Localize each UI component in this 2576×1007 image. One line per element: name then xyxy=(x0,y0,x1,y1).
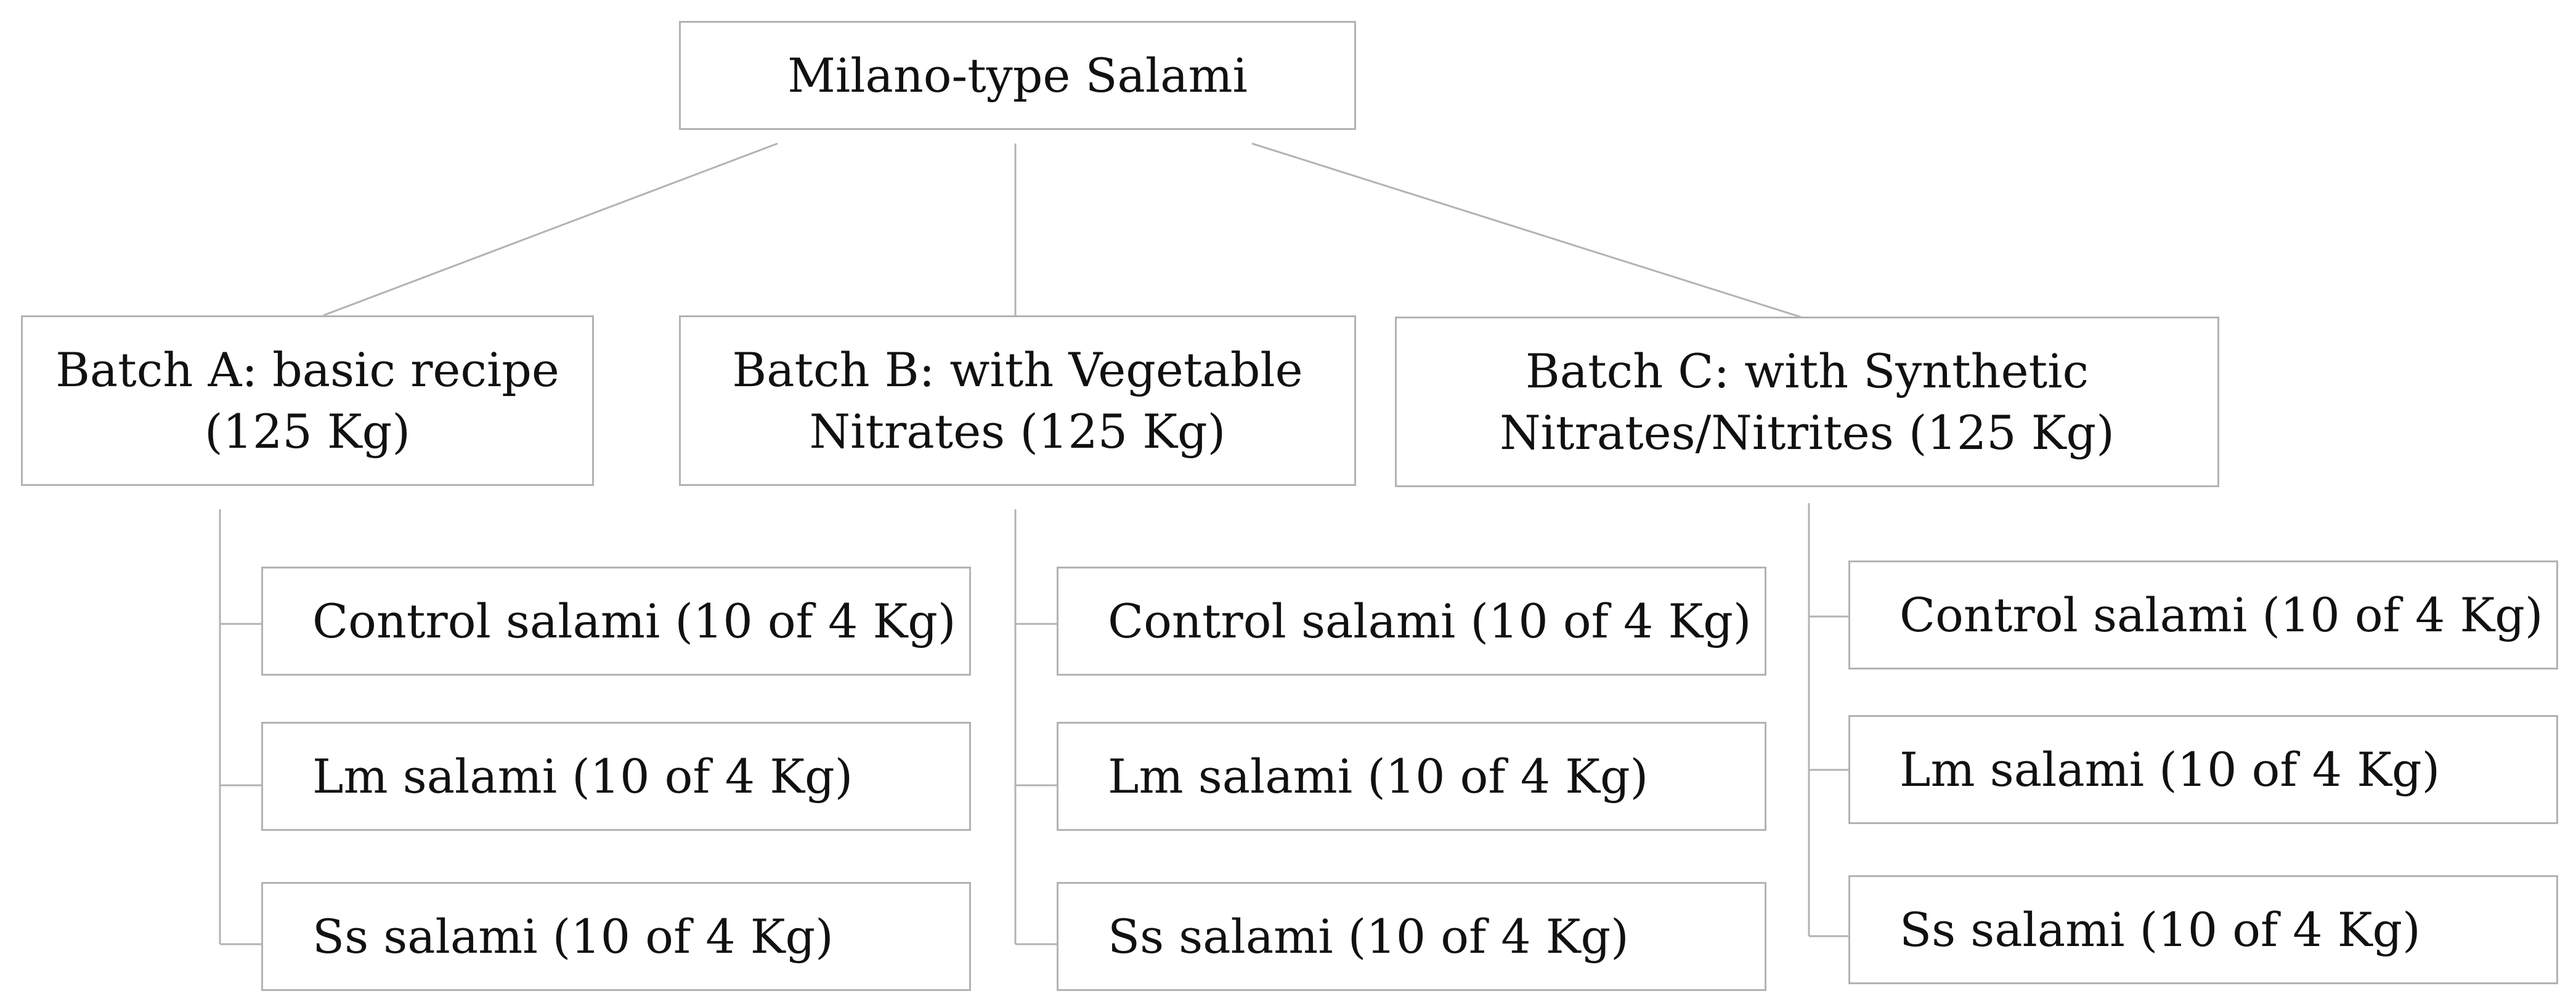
batch-b-item-ss-label: Ss salami (10 of 4 Kg) xyxy=(1108,908,1629,964)
batch-b-line-1: Batch B: with Vegetable xyxy=(732,342,1303,397)
batch-b-node: Batch B: with Vegetable Nitrates (125 Kg… xyxy=(679,315,1356,486)
batch-a-line-1: Batch A: basic recipe xyxy=(55,342,559,397)
batch-a-item-control-label: Control salami (10 of 4 Kg) xyxy=(312,593,956,649)
batch-b-item-control: Control salami (10 of 4 Kg) xyxy=(1057,567,1766,676)
batch-a-item-control: Control salami (10 of 4 Kg) xyxy=(261,567,971,676)
batch-b-line-2: Nitrates (125 Kg) xyxy=(809,403,1226,459)
batch-a-item-ss: Ss salami (10 of 4 Kg) xyxy=(261,882,971,991)
batch-a-item-lm-label: Lm salami (10 of 4 Kg) xyxy=(312,748,853,804)
root-label: Milano-type Salami xyxy=(787,47,1248,103)
batch-a-item-lm: Lm salami (10 of 4 Kg) xyxy=(261,722,971,831)
batch-c-item-control-label: Control salami (10 of 4 Kg) xyxy=(1899,587,2543,642)
batch-a-line-2: (125 Kg) xyxy=(205,403,410,459)
batch-c-node: Batch C: with Synthetic Nitrates/Nitrite… xyxy=(1395,317,2219,487)
batch-b-item-ss: Ss salami (10 of 4 Kg) xyxy=(1057,882,1766,991)
batch-c-line-2: Nitrates/Nitrites (125 Kg) xyxy=(1500,405,2115,460)
batch-c-item-ss-label: Ss salami (10 of 4 Kg) xyxy=(1899,902,2421,957)
batch-b-label: Batch B: with Vegetable Nitrates (125 Kg… xyxy=(732,339,1302,463)
batch-a-item-ss-label: Ss salami (10 of 4 Kg) xyxy=(312,908,834,964)
batch-b-item-lm: Lm salami (10 of 4 Kg) xyxy=(1057,722,1766,831)
batch-a-node: Batch A: basic recipe (125 Kg) xyxy=(21,315,594,486)
batch-c-label: Batch C: with Synthetic Nitrates/Nitrite… xyxy=(1500,341,2115,464)
batch-c-line-1: Batch C: with Synthetic xyxy=(1525,343,2089,398)
batch-c-item-control: Control salami (10 of 4 Kg) xyxy=(1848,560,2558,669)
batch-c-item-lm-label: Lm salami (10 of 4 Kg) xyxy=(1899,742,2440,797)
batch-b-item-control-label: Control salami (10 of 4 Kg) xyxy=(1108,593,1752,649)
batch-a-label: Batch A: basic recipe (125 Kg) xyxy=(55,339,559,463)
batch-c-item-ss: Ss salami (10 of 4 Kg) xyxy=(1848,875,2558,984)
root-node: Milano-type Salami xyxy=(679,21,1356,130)
batch-b-item-lm-label: Lm salami (10 of 4 Kg) xyxy=(1108,748,1649,804)
connector-root-batch-c xyxy=(1251,142,1806,320)
connector-root-batch-a xyxy=(323,142,778,317)
batch-c-item-lm: Lm salami (10 of 4 Kg) xyxy=(1848,715,2558,824)
